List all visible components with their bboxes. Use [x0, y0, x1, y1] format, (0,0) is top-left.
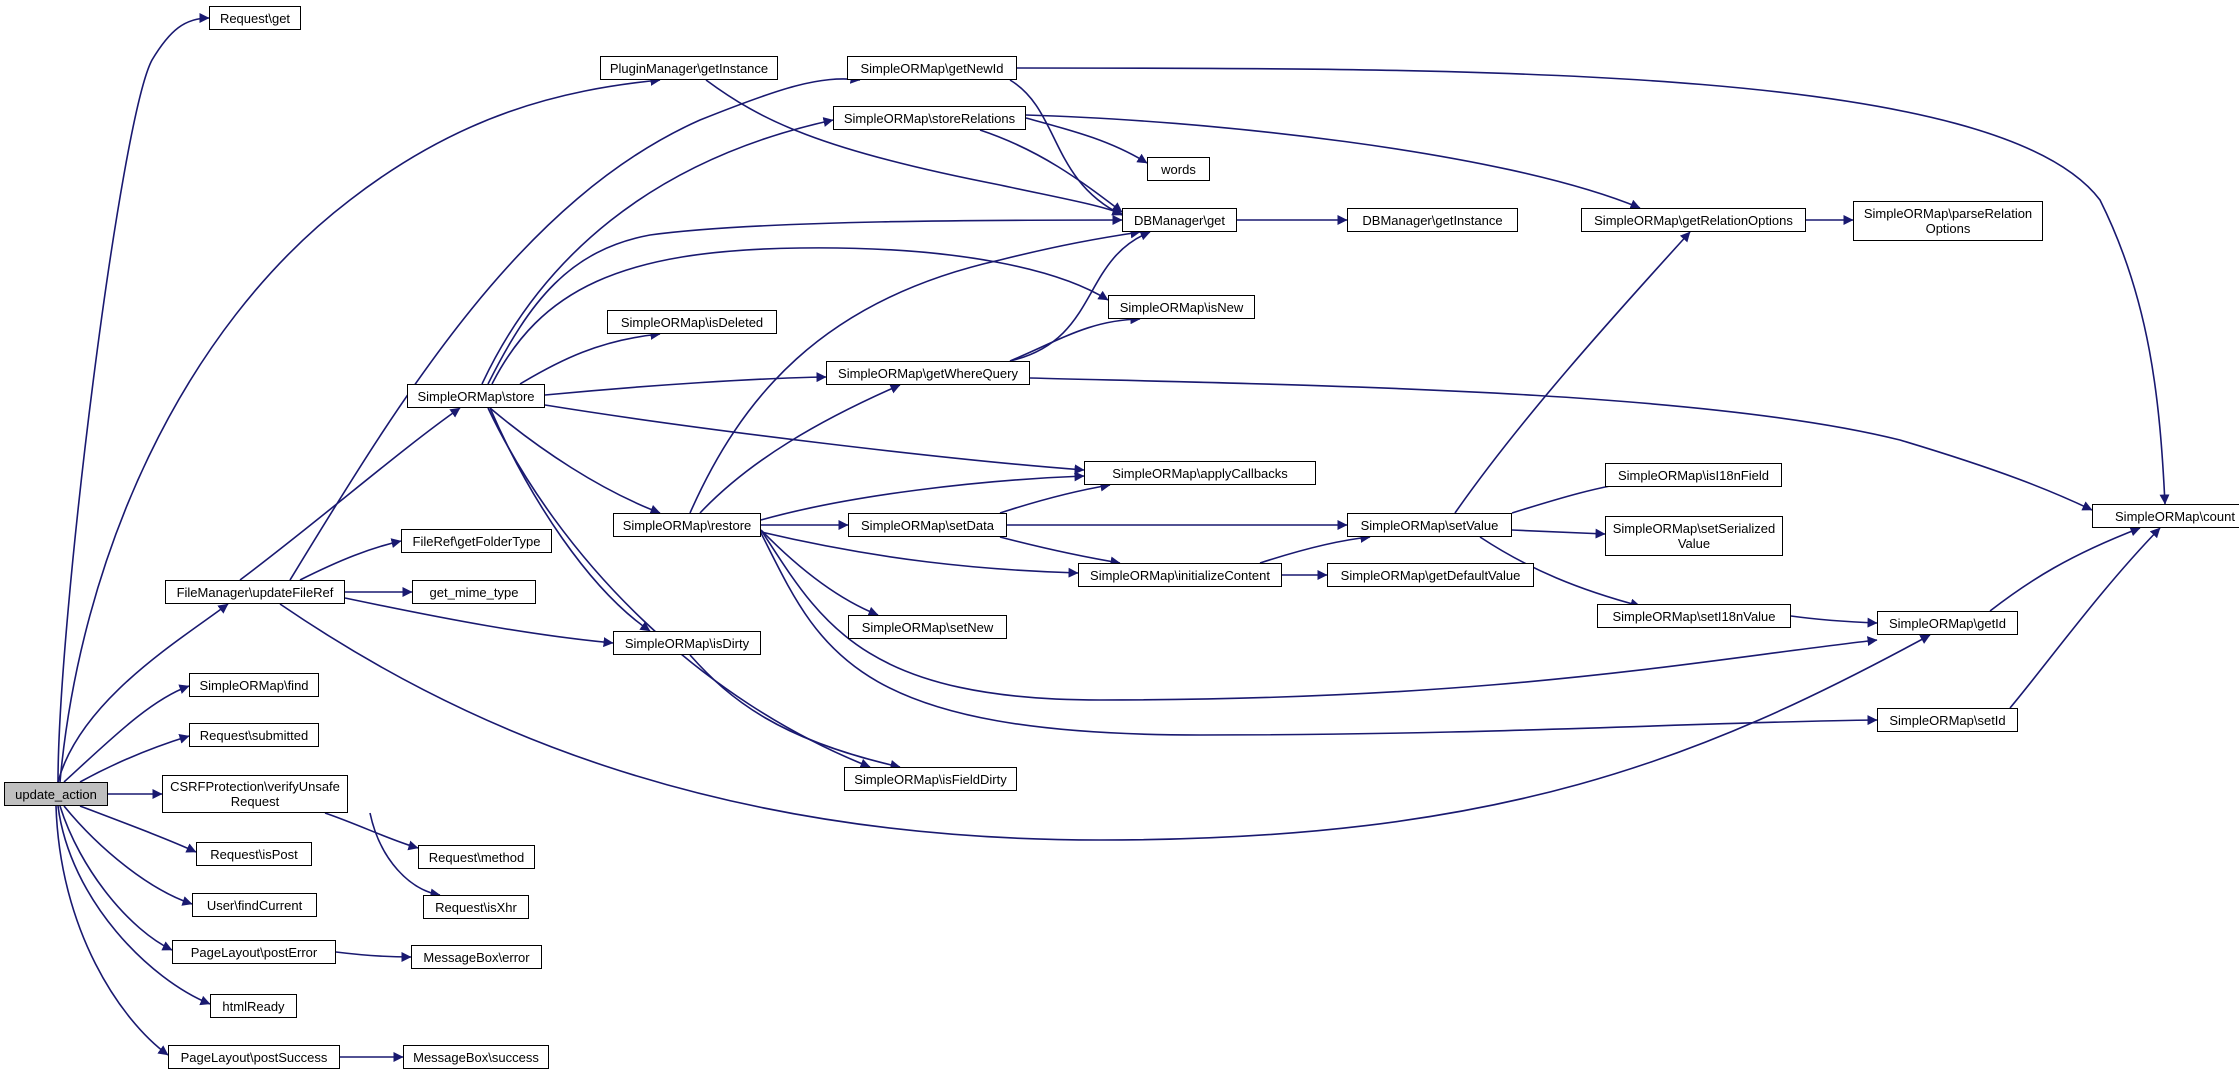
edge-sorm_restore-to-sorm_setId [760, 532, 1878, 736]
node-fileref-getfoldertype[interactable]: FileRef\getFolderType [401, 529, 552, 553]
node-pl-postsuccess[interactable]: PageLayout\postSuccess [168, 1045, 340, 1069]
node-sorm-getnewid[interactable]: SimpleORMap\getNewId [847, 56, 1017, 80]
node-sorm-setid[interactable]: SimpleORMap\setId [1877, 708, 2018, 732]
edge-sorm_restore-to-sorm_setNew [760, 529, 879, 617]
node-update-action: update_action [4, 782, 108, 806]
edge-pl_postError-to-mb_error [335, 951, 412, 962]
node-sorm-setvalue[interactable]: SimpleORMap\setValue [1347, 513, 1512, 537]
edge-fm_updateFileRef-to-sorm_store [239, 407, 461, 581]
node-sorm-count[interactable]: SimpleORMap\count [2092, 504, 2239, 528]
edge-csrf_verify-to-req_isXhr [369, 812, 441, 899]
edge-sorm_restore-to-sorm_applyCallbacks [760, 471, 1085, 521]
node-sorm-parserelationoptions[interactable]: SimpleORMap\parseRelation Options [1853, 201, 2043, 241]
node-dbm-get[interactable]: DBManager\get [1122, 208, 1237, 232]
node-dbm-getinstance[interactable]: DBManager\getInstance [1347, 208, 1518, 232]
node-user-findcurrent[interactable]: User\findCurrent [192, 893, 317, 917]
edge-sorm_store-to-sorm_storeRelations [481, 117, 834, 385]
edge-sorm_getWhereQuery-to-sorm_isNew [1009, 314, 1141, 362]
edge-sorm_store-to-sorm_isDeleted [519, 329, 661, 385]
edge-update_action-to-pl_postSuccess [55, 805, 169, 1056]
node-req-get[interactable]: Request\get [209, 6, 301, 30]
edge-sorm_setData-to-sorm_initializeContent [999, 536, 1121, 567]
edge-sorm_storeRelations-to-dbm_get [979, 129, 1123, 213]
edge-fm_updateFileRef-to-sorm_getId [279, 603, 1931, 841]
edge-sorm_restore-to-dbm_get [689, 228, 1141, 514]
node-sorm-find[interactable]: SimpleORMap\find [189, 673, 319, 697]
edge-sorm_setValue-to-sorm_getRelationOptions [1454, 231, 1691, 514]
node-pl-posterror[interactable]: PageLayout\postError [172, 940, 336, 964]
node-req-ispost[interactable]: Request\isPost [196, 842, 312, 866]
node-fm-updatefileref[interactable]: FileManager\updateFileRef [165, 580, 345, 604]
edge-fm_updateFileRef-to-fileref_getFolderType [299, 538, 402, 581]
edge-sorm_restore-to-sorm_initializeContent [760, 531, 1079, 578]
node-sorm-getdefaultvalue[interactable]: SimpleORMap\getDefaultValue [1327, 563, 1534, 587]
edge-sorm_getNewId-to-dbm_get [1009, 79, 1123, 216]
edge-sorm_storeRelations-to-sorm_getRelationOptions [1025, 114, 1641, 209]
edge-sorm_setId-to-sorm_count [2009, 527, 2161, 709]
node-sorm-setdata[interactable]: SimpleORMap\setData [848, 513, 1007, 537]
node-mb-success[interactable]: MessageBox\success [403, 1045, 549, 1069]
node-sorm-isnew[interactable]: SimpleORMap\isNew [1108, 295, 1255, 319]
edge-sorm_store-to-dbm_get [487, 215, 1123, 385]
node-sorm-restore[interactable]: SimpleORMap\restore [613, 513, 761, 537]
edge-update_action-to-pl_postError [59, 805, 173, 951]
edge-sorm_store-to-sorm_isFieldDirty [487, 407, 871, 769]
edge-update_action-to-pm_getInstance [59, 75, 661, 783]
node-sorm-isdirty[interactable]: SimpleORMap\isDirty [613, 631, 761, 655]
node-sorm-storerelations[interactable]: SimpleORMap\storeRelations [833, 106, 1026, 130]
edge-sorm_getId-to-sorm_count [1989, 526, 2141, 612]
edge-sorm_initializeContent-to-sorm_setValue [1259, 532, 1371, 564]
node-sorm-store[interactable]: SimpleORMap\store [407, 384, 545, 408]
edge-update_action-to-sorm_find [63, 684, 190, 783]
edge-fm_updateFileRef-to-sorm_isDirty [344, 597, 614, 648]
node-sorm-isi18nfield[interactable]: SimpleORMap\isI18nField [1605, 463, 1782, 487]
edge-sorm_store-to-sorm_isNew [491, 247, 1109, 385]
edge-csrf_verify-to-req_method [324, 812, 419, 851]
node-csrf-verify[interactable]: CSRFProtection\verifyUnsafe Request [162, 775, 348, 813]
node-sorm-getrelationoptions[interactable]: SimpleORMap\getRelationOptions [1581, 208, 1806, 232]
edge-sorm_isDirty-to-sorm_isFieldDirty [689, 654, 901, 770]
node-sorm-applycallbacks[interactable]: SimpleORMap\applyCallbacks [1084, 461, 1316, 485]
node-req-method[interactable]: Request\method [418, 845, 535, 869]
edge-update_action-to-fm_updateFileRef [57, 603, 229, 783]
node-sorm-setnew[interactable]: SimpleORMap\setNew [848, 615, 1007, 639]
node-pm-getinstance[interactable]: PluginManager\getInstance [600, 56, 778, 80]
node-sorm-isdeleted[interactable]: SimpleORMap\isDeleted [607, 310, 777, 334]
edge-update_action-to-req_submitted [79, 734, 190, 783]
edge-pm_getInstance-to-dbm_get [705, 79, 1123, 216]
edge-sorm_restore-to-sorm_getWhereQuery [699, 384, 901, 514]
node-sorm-getid[interactable]: SimpleORMap\getId [1877, 611, 2018, 635]
edge-sorm_store-to-sorm_restore [489, 407, 661, 515]
node-htmlready[interactable]: htmlReady [210, 994, 297, 1018]
node-sorm-setserializedvalue[interactable]: SimpleORMap\setSerialized Value [1605, 516, 1783, 556]
node-mb-error[interactable]: MessageBox\error [411, 945, 542, 969]
node-sorm-seti18nvalue[interactable]: SimpleORMap\setI18nValue [1597, 604, 1791, 628]
edge-update_action-to-htmlReady [57, 805, 211, 1006]
edge-sorm_setData-to-sorm_applyCallbacks [999, 481, 1111, 514]
edge-sorm_setValue-to-sorm_setSerializedValue [1511, 528, 1606, 539]
node-sorm-isfielddirty[interactable]: SimpleORMap\isFieldDirty [844, 767, 1017, 791]
edge-sorm_setI18nValue-to-sorm_getId [1790, 615, 1878, 628]
edge-sorm_getWhereQuery-to-dbm_get [1009, 230, 1151, 362]
edge-sorm_store-to-sorm_applyCallbacks [544, 404, 1085, 475]
edge-fm_updateFileRef-to-sorm_getNewId [289, 73, 861, 581]
edge-sorm_getNewId-to-sorm_count [1016, 67, 2170, 505]
edge-sorm_storeRelations-to-words [1025, 117, 1148, 164]
node-sorm-getwherequery[interactable]: SimpleORMap\getWhereQuery [826, 361, 1030, 385]
edge-sorm_getWhereQuery-to-sorm_count [1029, 377, 2093, 511]
node-sorm-initializecontent[interactable]: SimpleORMap\initializeContent [1078, 563, 1282, 587]
edge-update_action-to-req_isPost [79, 805, 197, 853]
edge-sorm_setValue-to-sorm_setI18nValue [1479, 536, 1641, 609]
node-req-isxhr[interactable]: Request\isXhr [423, 895, 529, 919]
edge-sorm_restore-to-sorm_getId [760, 529, 1878, 701]
edge-update_action-to-user_findCurrent [63, 805, 193, 906]
node-words[interactable]: words [1147, 157, 1210, 181]
edge-update_action-to-req_get [57, 13, 210, 783]
node-req-submitted[interactable]: Request\submitted [189, 723, 319, 747]
edge-sorm_store-to-sorm_getWhereQuery [544, 372, 827, 396]
node-get-mime-type[interactable]: get_mime_type [412, 580, 536, 604]
